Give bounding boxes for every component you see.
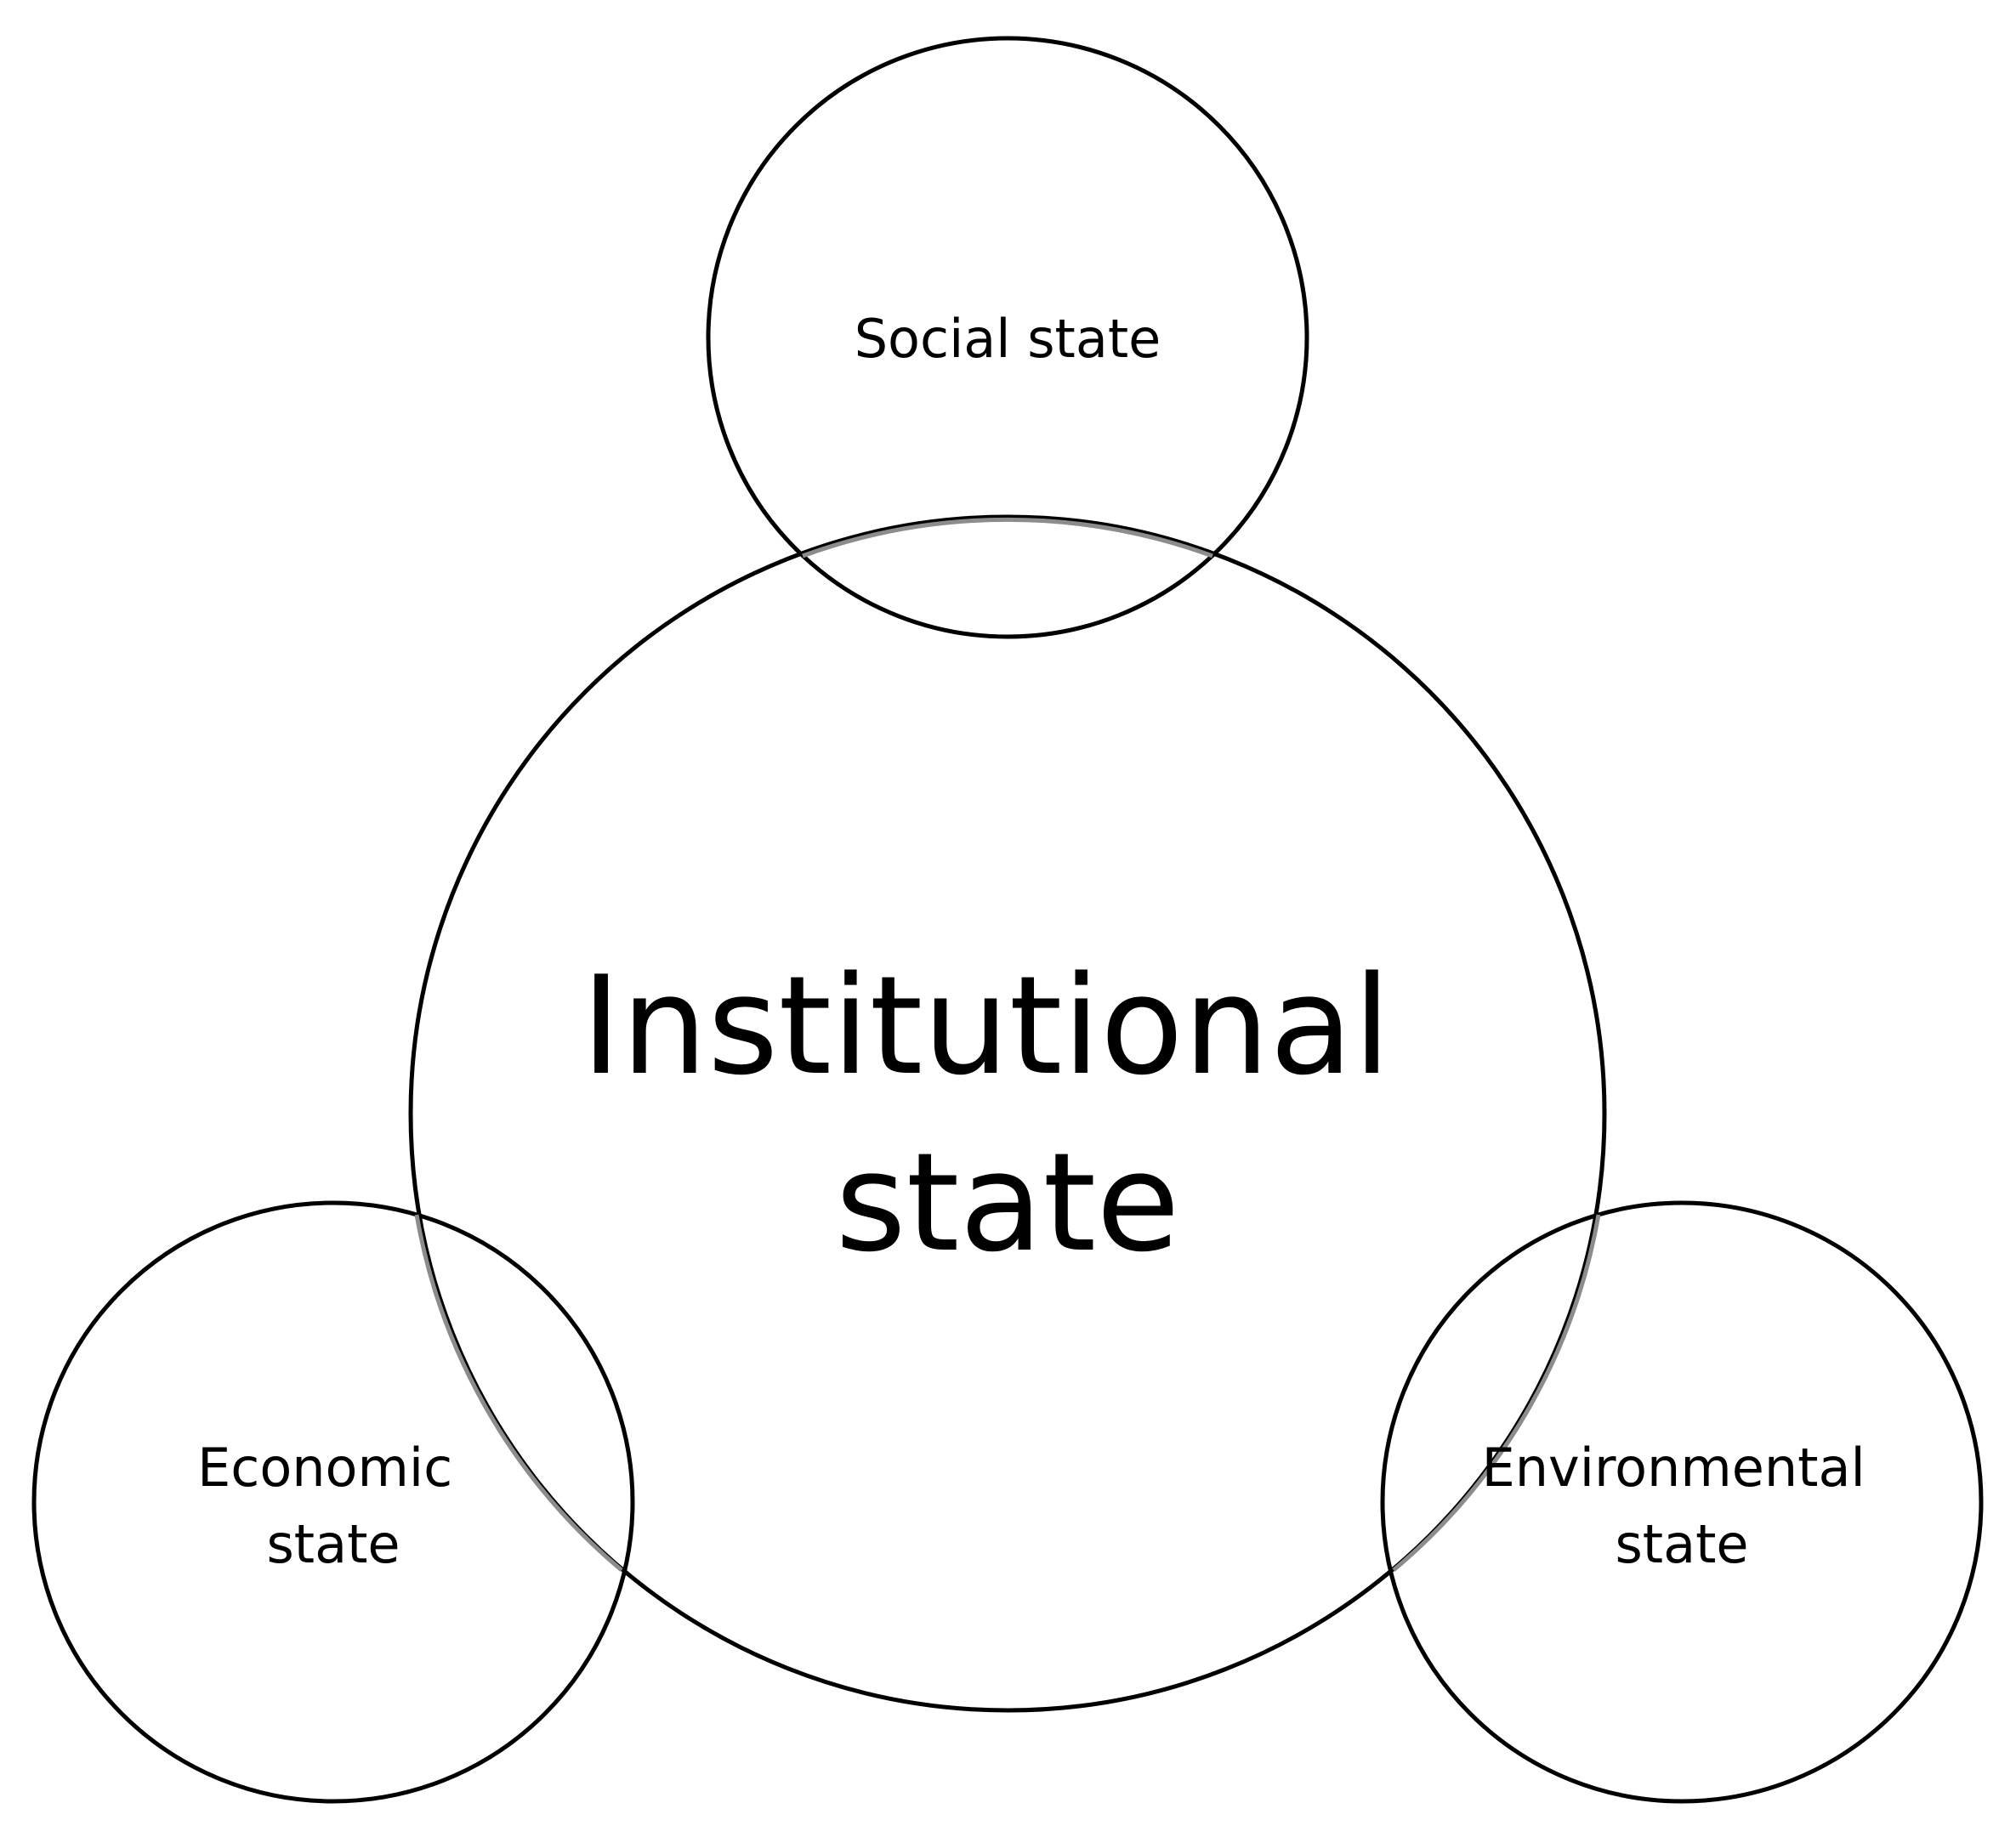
economic-overlap-arc: [414, 1214, 623, 1572]
environmental-state-label-line-2: state: [1615, 1513, 1748, 1575]
economic-state-label-line-1: Economic: [197, 1437, 452, 1499]
environmental-state-label: Environmental state: [1482, 1437, 1883, 1575]
institutional-state-label-line-2: state: [835, 1123, 1179, 1282]
social-state-label: Social state: [855, 308, 1161, 370]
institutional-state-label: Institutional state: [581, 946, 1434, 1282]
economic-state-label-line-2: state: [266, 1513, 400, 1575]
institutional-state-label-line-1: Institutional: [581, 946, 1390, 1105]
economic-state-label: Economic state: [197, 1437, 469, 1575]
environmental-state-circle: [1380, 1200, 1984, 1804]
social-overlap-arc: [802, 517, 1213, 558]
environmental-state-label-line-1: Environmental: [1482, 1437, 1866, 1499]
social-state-circle: [706, 36, 1309, 639]
social-state-label-line-1: Social state: [855, 308, 1161, 370]
economic-state-circle: [31, 1200, 635, 1804]
environmental-overlap-arc: [1392, 1214, 1601, 1572]
institutional-state-circle: [408, 514, 1607, 1713]
